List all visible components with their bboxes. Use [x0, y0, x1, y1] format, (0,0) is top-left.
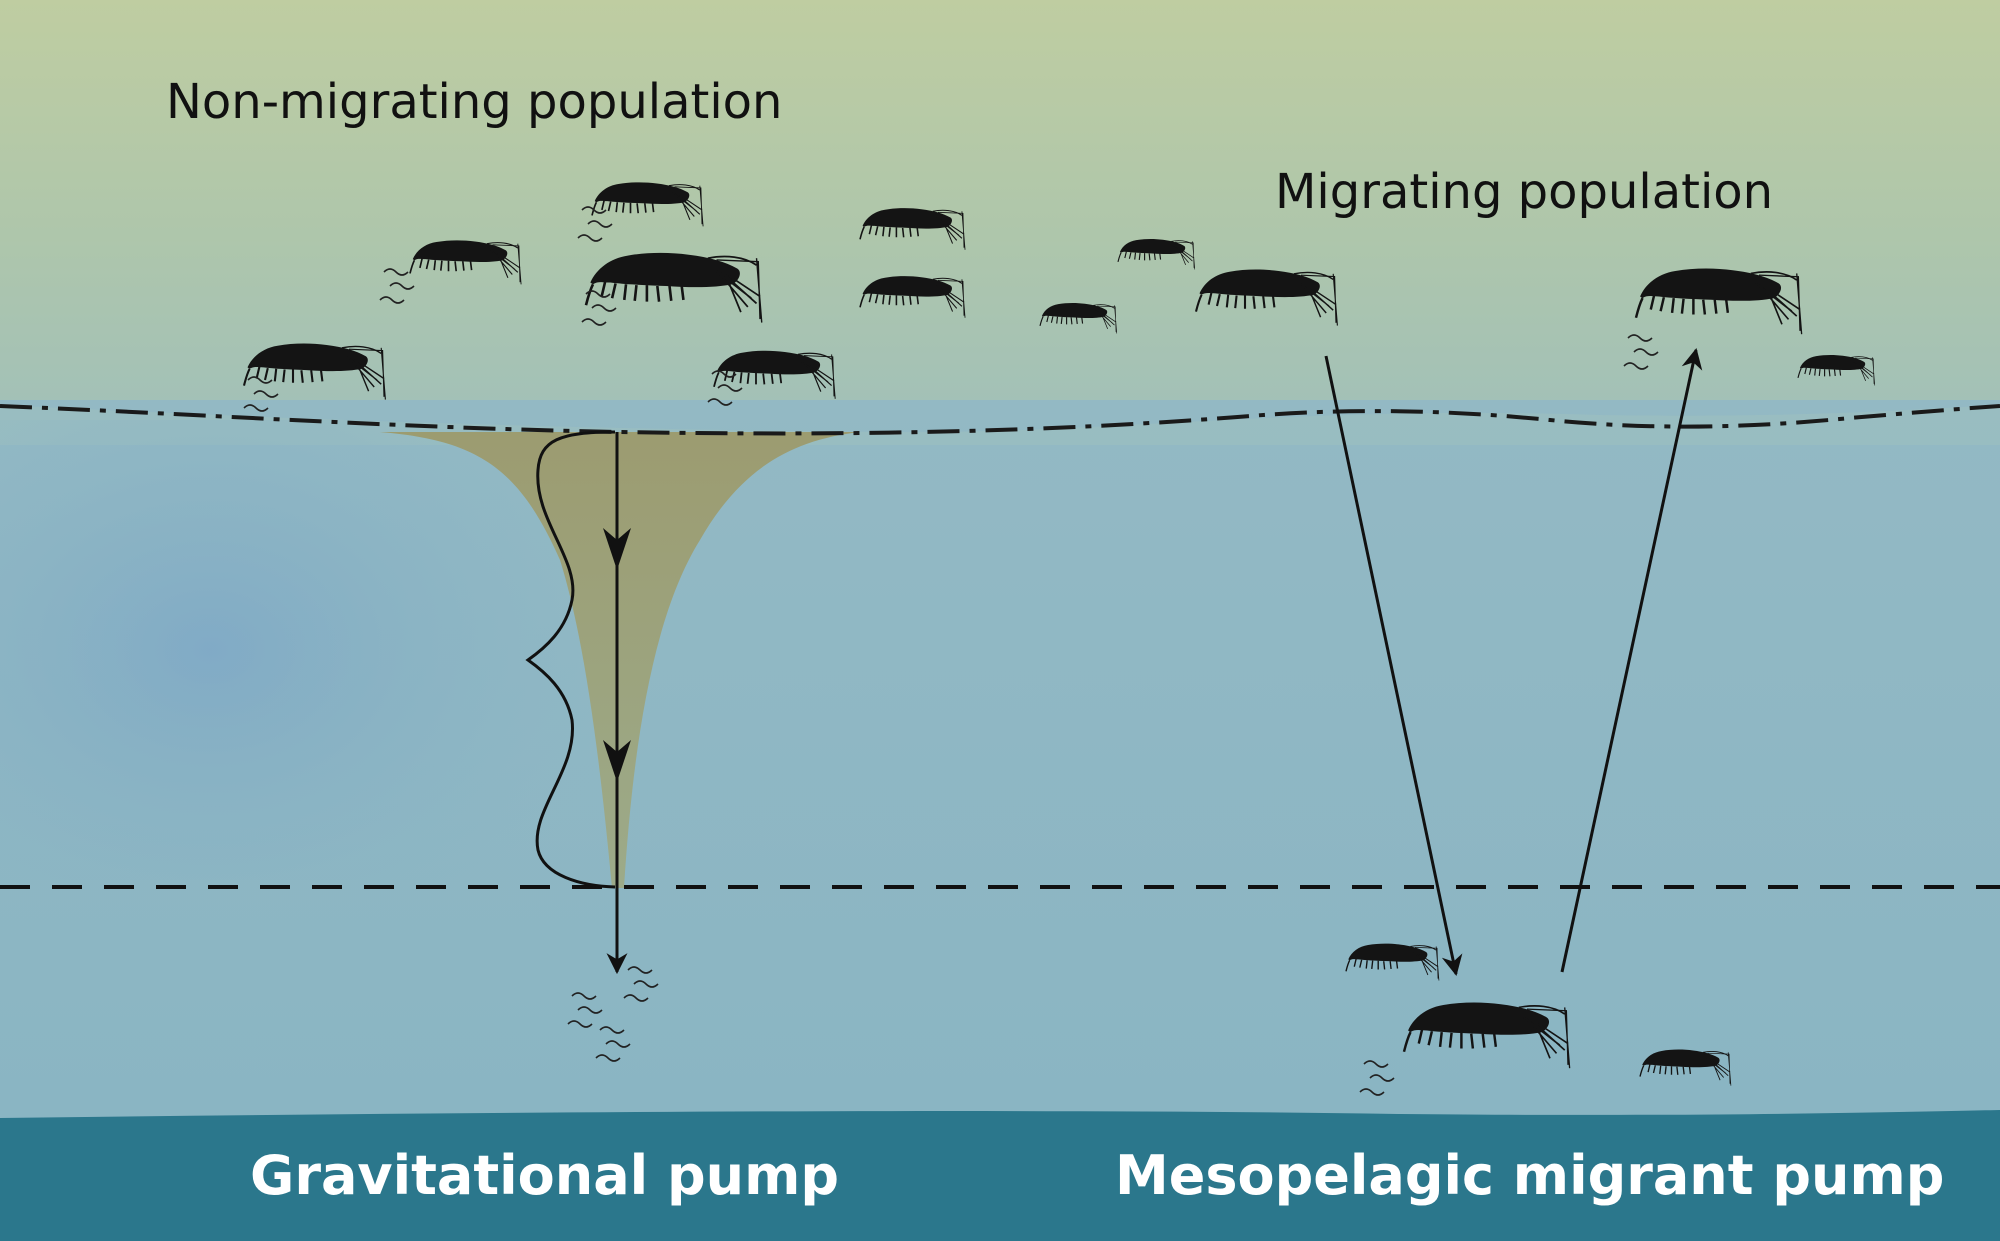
- mesopelagic-pump-label: Mesopelagic migrant pump: [1115, 1144, 1945, 1207]
- non-migrating-label: Non-migrating population: [166, 74, 783, 130]
- ascent-arrow: [1560, 347, 1703, 973]
- gravitational-pump-label: Gravitational pump: [250, 1144, 839, 1207]
- seafloor-band: [0, 1110, 2000, 1241]
- migrating-label: Migrating population: [1275, 164, 1774, 220]
- descent-arrow: [1324, 355, 1463, 977]
- export-flux-curve: [525, 430, 616, 889]
- arrowhead-mid-upper: [603, 528, 631, 570]
- left-haze: [0, 420, 600, 880]
- arrowhead-mid-lower: [603, 740, 631, 782]
- mixed-layer-boundary: [0, 404, 2000, 436]
- particle-plume: [380, 432, 860, 888]
